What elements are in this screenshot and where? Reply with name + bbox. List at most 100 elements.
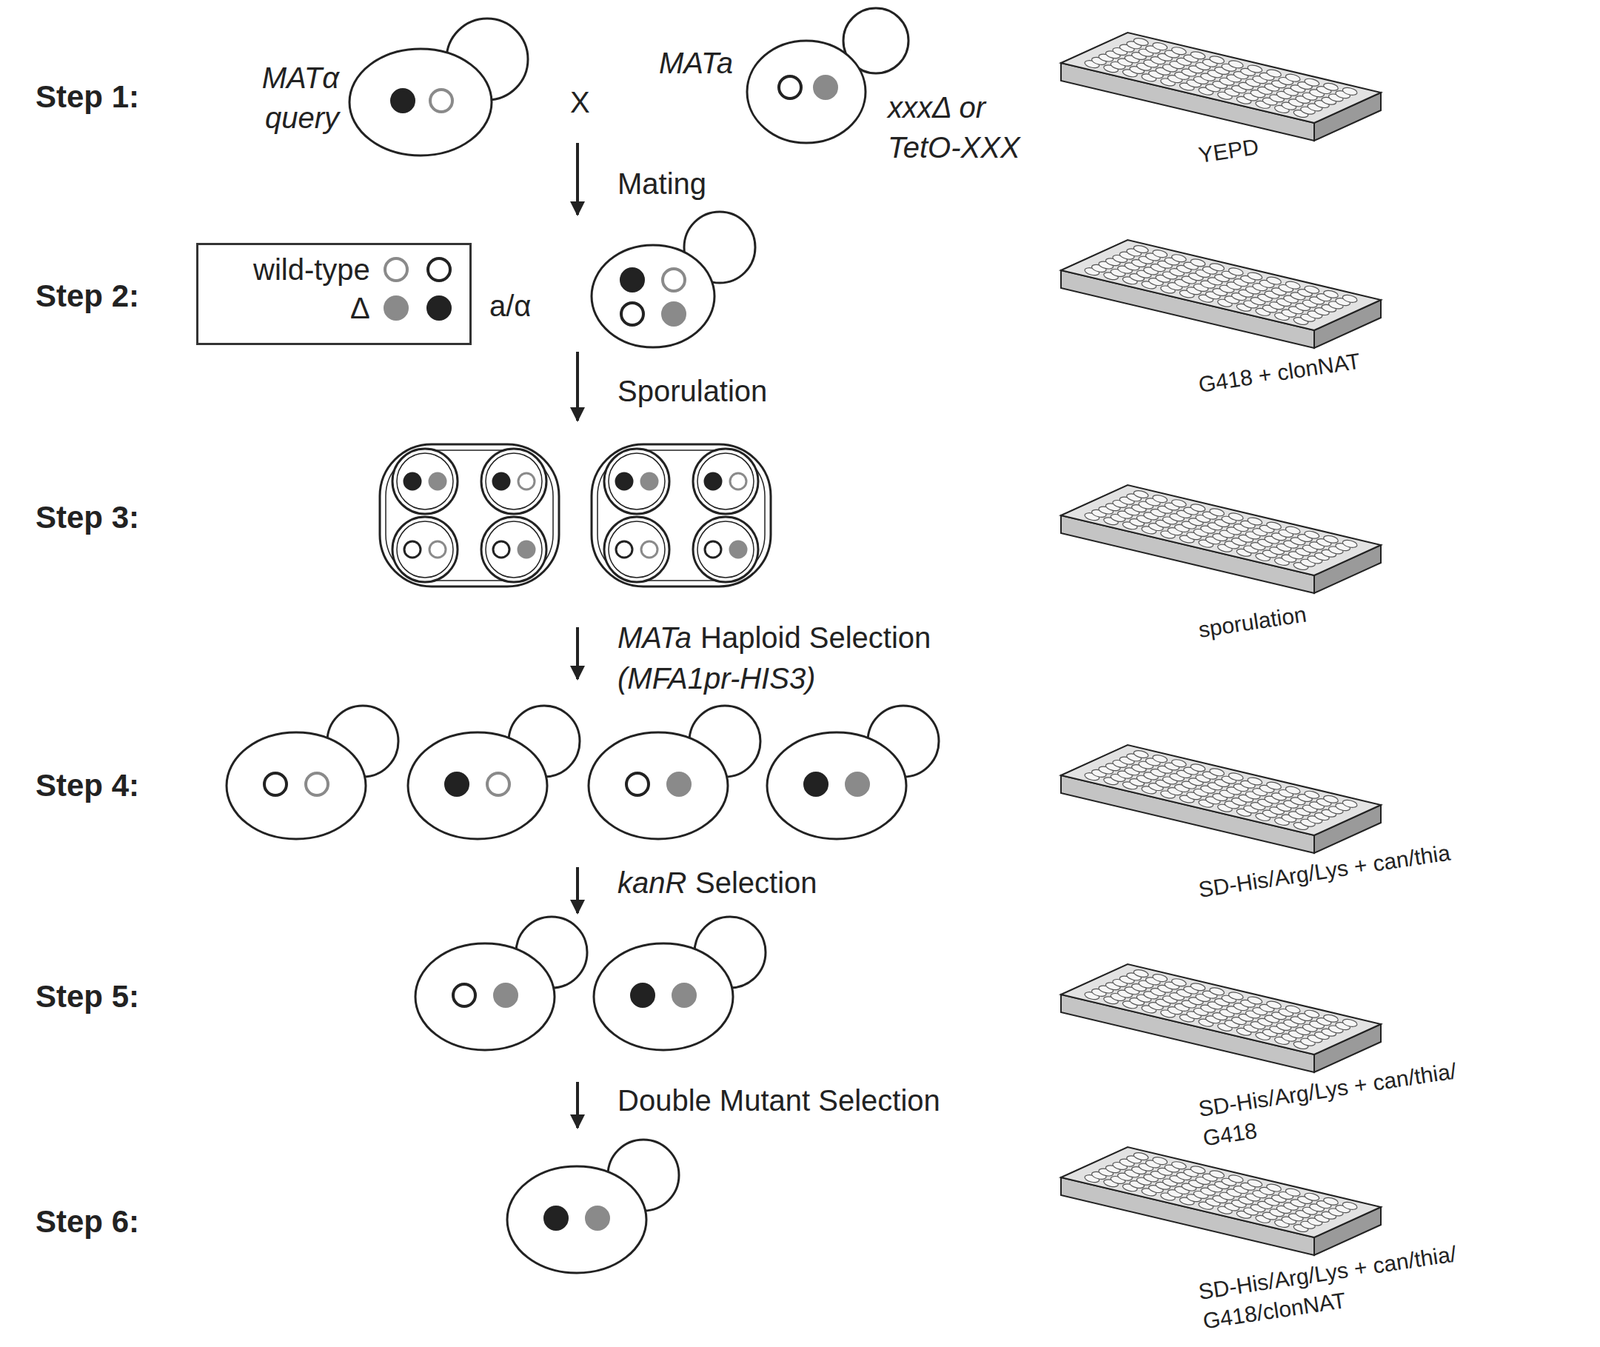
annotation: Selection — [695, 862, 818, 903]
medium-label: sporulation — [1196, 599, 1309, 645]
plate-well — [1284, 1003, 1301, 1014]
plate-well — [1284, 524, 1301, 535]
allele-dot — [621, 268, 644, 291]
allele-dot — [662, 268, 685, 291]
allele-dot — [427, 296, 451, 320]
plate-side — [1060, 62, 1315, 141]
plate-side — [1060, 1177, 1315, 1255]
legend-text: wild-type — [253, 249, 371, 290]
spore — [608, 521, 665, 578]
step-arrow — [576, 1081, 579, 1128]
cell-group — [407, 705, 580, 839]
allele-dot — [616, 473, 633, 490]
allele-dot — [264, 772, 287, 796]
plate-well — [1341, 1018, 1358, 1028]
plate-well — [1303, 530, 1321, 540]
allele-dot — [305, 772, 328, 796]
plate-well — [1284, 784, 1301, 795]
plate-well — [1189, 762, 1207, 773]
yeast-cell — [407, 732, 548, 839]
annotation: X — [570, 82, 591, 123]
plate-well — [1341, 1200, 1358, 1211]
allele-dot — [704, 541, 722, 558]
cell-group — [767, 705, 939, 839]
plate-well — [1209, 507, 1226, 517]
allele-dot — [445, 772, 468, 796]
plate-well — [1266, 520, 1283, 531]
plate-well — [1246, 775, 1264, 786]
plate-well — [1303, 77, 1321, 88]
allele-dot — [391, 89, 414, 112]
plate-well — [1189, 50, 1207, 60]
plate-well — [1152, 41, 1169, 52]
plate-well — [1152, 972, 1169, 983]
allele-dot — [429, 473, 446, 490]
plate-well — [1341, 293, 1358, 304]
plate-top — [1060, 32, 1381, 123]
step-arrow — [576, 867, 579, 913]
allele-dot — [704, 473, 722, 490]
culture-plate: G418 + clonNAT — [1055, 233, 1396, 411]
culture-plate: SD-His/Arg/Lys + can/thia/ G418/clonNAT — [1055, 1140, 1396, 1318]
allele-dot — [518, 473, 535, 490]
allele-dot — [404, 473, 421, 490]
plate-well — [1341, 539, 1358, 549]
allele-dot — [730, 473, 747, 490]
plate-well — [1171, 977, 1188, 987]
spore — [392, 516, 458, 582]
plate-well — [1189, 981, 1207, 992]
plate-well — [1323, 534, 1340, 545]
spore — [693, 516, 759, 582]
culture-plate: SD-His/Arg/Lys + can/thia — [1055, 738, 1396, 916]
plate-top — [1060, 484, 1381, 576]
allele-dot — [616, 541, 633, 558]
yeast-cell — [591, 245, 715, 348]
annotation: Mating — [617, 163, 707, 204]
plate-well — [1266, 68, 1283, 78]
step-arrow — [576, 142, 579, 215]
allele-dot — [404, 541, 421, 558]
plate-top — [1060, 1146, 1381, 1238]
yeast-cell — [767, 732, 907, 839]
yeast-cell: MATaxxxΔ or TetO-XXX — [744, 3, 915, 152]
allele-dot — [430, 89, 453, 112]
culture-plate: YEPD — [1055, 25, 1396, 204]
plate-well — [1323, 289, 1340, 300]
plate-well — [1209, 767, 1226, 777]
allele-dot — [641, 473, 658, 490]
plate-side — [1060, 994, 1315, 1073]
plate-drawing — [1055, 25, 1396, 204]
step-label: Step 4: — [35, 765, 140, 806]
strain-label: xxxΔ or TetO-XXX — [887, 87, 1044, 168]
plate-well — [1209, 262, 1226, 272]
medium-label: G418 + clonNAT — [1196, 346, 1363, 400]
allele-dot — [667, 772, 691, 796]
cell-outline — [744, 3, 915, 152]
culture-plate: sporulation — [1055, 478, 1396, 656]
strain-label: MATa — [621, 42, 733, 83]
plate-well — [1132, 244, 1150, 254]
annotation: (MFA1pr-HIS3) — [617, 658, 816, 699]
spore — [485, 521, 542, 578]
plate-well — [1284, 279, 1301, 290]
allele-dot — [621, 302, 644, 326]
cell-body — [747, 40, 866, 143]
plate-well — [1303, 790, 1321, 800]
plate-well — [1227, 511, 1244, 522]
plate-well — [1132, 968, 1150, 979]
step-label: Step 5: — [35, 976, 140, 1017]
annotation: MATa — [617, 617, 692, 658]
allele-dot — [429, 541, 446, 558]
tetrad — [591, 444, 771, 587]
plate-well — [1227, 1173, 1244, 1184]
cell-group — [591, 211, 756, 348]
plate-well — [1246, 1177, 1264, 1188]
plate-well — [1323, 794, 1340, 805]
spore — [481, 448, 547, 514]
plate-well — [1323, 82, 1340, 92]
spore — [604, 448, 670, 514]
legend-box: wild-typeΔ — [196, 242, 472, 346]
plate-well — [1227, 266, 1244, 277]
ascus-wall — [591, 444, 771, 587]
spore — [608, 453, 665, 510]
